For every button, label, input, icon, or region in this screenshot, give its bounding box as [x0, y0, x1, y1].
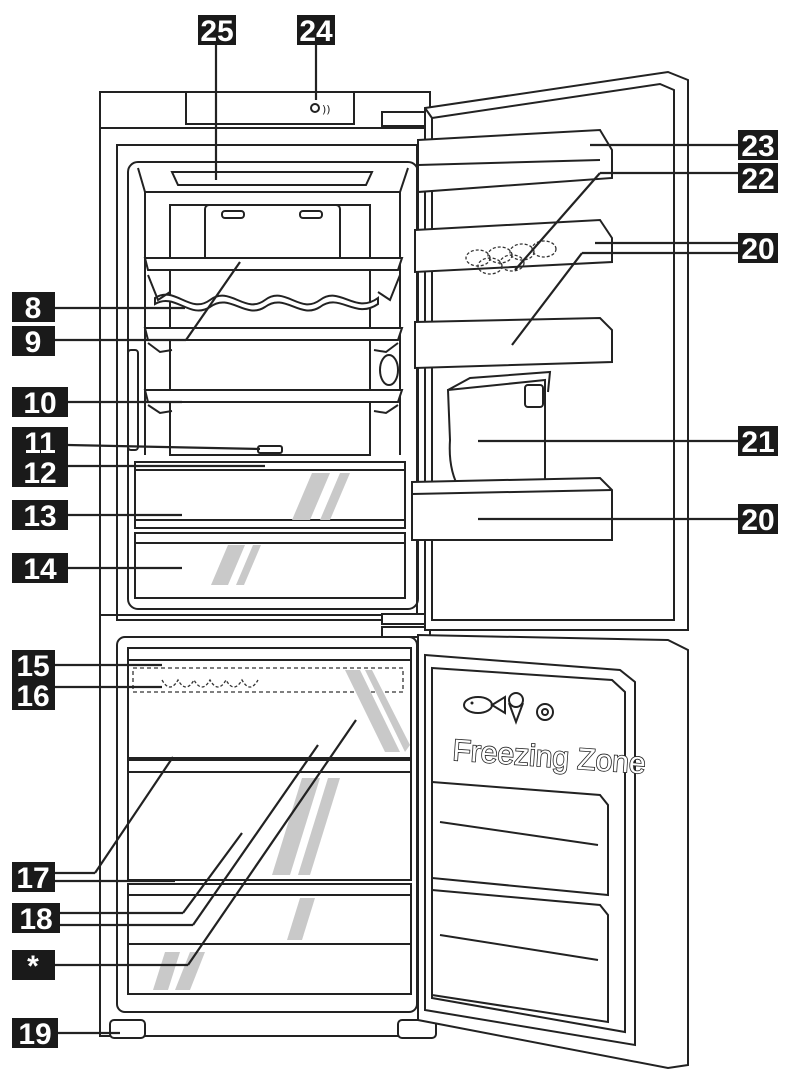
- freezer-door-bin-1: [431, 780, 609, 897]
- callout-13: 13: [12, 500, 68, 533]
- leader-lines: [55, 45, 738, 1035]
- svg-text:13: 13: [23, 500, 56, 533]
- food-icon: [536, 703, 554, 721]
- callout-20-lower: 20: [738, 504, 778, 537]
- freezer-door-bin-2: [431, 888, 609, 1024]
- ice-tray: [132, 667, 404, 693]
- svg-text:11: 11: [24, 427, 56, 460]
- svg-text:)): )): [322, 103, 331, 116]
- callout-10: 10: [12, 387, 68, 420]
- callout-9: 9: [12, 326, 55, 359]
- fridge-door: [411, 70, 689, 631]
- svg-text:24: 24: [299, 15, 333, 48]
- freezer-compartment: [109, 636, 437, 1039]
- svg-text:10: 10: [23, 387, 56, 420]
- svg-text:15: 15: [16, 650, 49, 683]
- top-control-panel: [185, 91, 355, 125]
- svg-text:22: 22: [741, 163, 774, 196]
- vegetable-drawer-1: [134, 469, 406, 529]
- svg-text:12: 12: [23, 457, 56, 490]
- fridge-interior: [127, 167, 409, 599]
- callout-22: 22: [738, 163, 778, 196]
- svg-text:14: 14: [23, 553, 57, 586]
- svg-text:18: 18: [19, 903, 52, 936]
- callout-19: 19: [12, 1018, 58, 1051]
- callout-20-upper: 20: [738, 233, 778, 266]
- svg-text:8: 8: [25, 292, 42, 325]
- callout-labels: 25 24 23 22 20 8 9 10 11 12 13 14 21 20 …: [12, 15, 778, 1051]
- glass-shelf-2: [143, 327, 404, 341]
- svg-text:20: 20: [741, 233, 774, 266]
- callout-11: 11: [12, 427, 68, 460]
- callout-23: 23: [738, 130, 778, 163]
- door-bin-upper: [414, 218, 613, 274]
- callout-18: 18: [12, 903, 60, 936]
- svg-text:19: 19: [18, 1018, 51, 1051]
- svg-text:*: *: [27, 950, 39, 983]
- callout-12: 12: [12, 457, 68, 490]
- door-bin-lower: [411, 476, 613, 541]
- svg-text:16: 16: [16, 680, 49, 713]
- svg-text:9: 9: [25, 326, 42, 359]
- svg-text:23: 23: [741, 130, 774, 163]
- inner-light: [257, 445, 283, 454]
- fish-icon: [463, 695, 506, 715]
- callout-16: 16: [12, 680, 55, 713]
- svg-text:25: 25: [200, 15, 233, 48]
- door-bin-top: [417, 128, 613, 194]
- svg-text:21: 21: [741, 426, 774, 459]
- sensor-icon: [310, 103, 320, 113]
- freezer-door: Freezing Zone: [417, 633, 689, 1070]
- glass-shelf-1: [143, 257, 404, 271]
- led-light: [170, 171, 374, 186]
- callout-25: 25: [198, 15, 236, 48]
- svg-text:20: 20: [741, 504, 774, 537]
- adjustable-foot-left: [109, 1019, 146, 1039]
- wine-rack: [154, 293, 379, 312]
- ice-cream-icon: [508, 692, 524, 725]
- callout-17: 17: [12, 862, 55, 895]
- callout-star: *: [12, 950, 55, 983]
- svg-text:17: 17: [16, 862, 49, 895]
- callout-14: 14: [12, 553, 68, 586]
- freezer-drawer-middle: [127, 759, 412, 881]
- callout-8: 8: [12, 292, 55, 325]
- callout-21: 21: [738, 426, 778, 459]
- callout-15: 15: [12, 650, 55, 683]
- callout-24: 24: [297, 15, 335, 48]
- glass-shelf-3: [143, 389, 404, 403]
